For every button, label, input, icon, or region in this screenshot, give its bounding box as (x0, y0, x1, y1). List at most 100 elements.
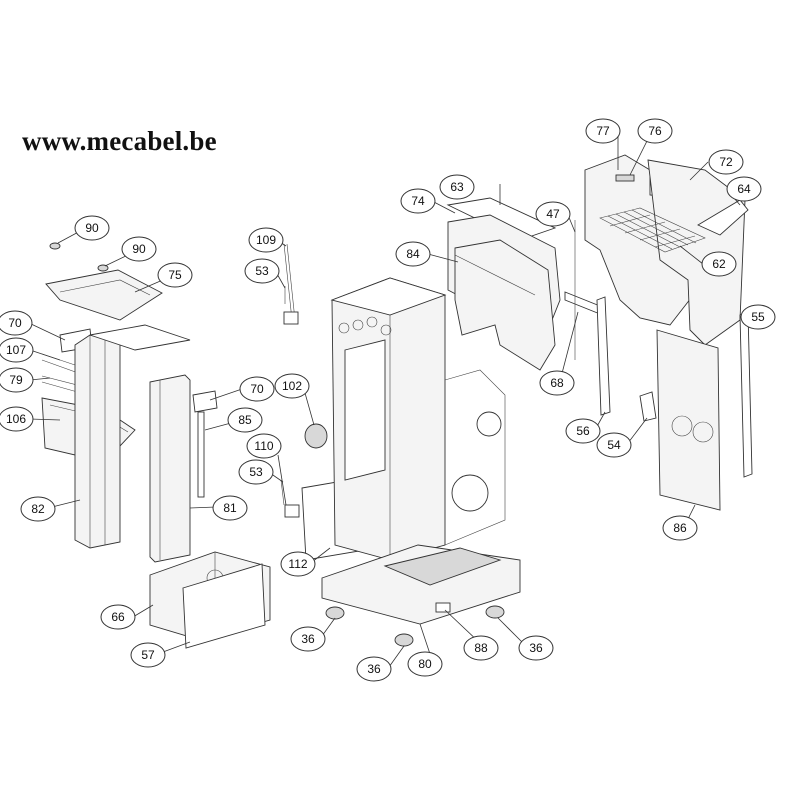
svg-text:47: 47 (546, 207, 560, 221)
svg-text:106: 106 (6, 412, 26, 426)
svg-text:110: 110 (254, 439, 273, 453)
svg-text:77: 77 (596, 124, 610, 138)
svg-text:75: 75 (168, 268, 182, 282)
part-rail (564, 291, 601, 315)
part-foot-1 (325, 606, 345, 620)
part-rod-55 (739, 311, 753, 478)
svg-text:53: 53 (249, 465, 263, 479)
svg-text:64: 64 (737, 182, 751, 196)
svg-text:82: 82 (31, 502, 45, 516)
svg-text:36: 36 (529, 641, 543, 655)
svg-text:88: 88 (474, 641, 488, 655)
svg-text:90: 90 (132, 242, 146, 256)
part-latch-76 (615, 174, 635, 182)
svg-text:86: 86 (673, 521, 687, 535)
left-panel-group (41, 242, 271, 649)
svg-text:90: 90 (85, 221, 99, 235)
svg-text:74: 74 (411, 194, 425, 208)
svg-text:79: 79 (9, 373, 23, 387)
callout: 62 (701, 251, 737, 277)
callout: 107 (0, 337, 34, 363)
part-rear-panel (656, 329, 721, 511)
svg-text:36: 36 (301, 632, 315, 646)
callout: 74 (400, 188, 436, 214)
callout: 112 (280, 551, 316, 577)
callout: 53 (244, 258, 280, 284)
svg-text:70: 70 (8, 316, 22, 330)
callout: 47 (535, 201, 571, 227)
callout: 36 (290, 626, 326, 652)
callout: 66 (100, 604, 136, 630)
svg-text:85: 85 (238, 413, 252, 427)
part-front-plate (182, 563, 266, 649)
callout: 70 (0, 310, 33, 336)
svg-text:84: 84 (406, 247, 420, 261)
baffle-group (446, 197, 601, 371)
callout: 75 (157, 262, 193, 288)
part-foot-3 (485, 605, 505, 619)
part-knob-2 (97, 264, 109, 272)
callout: 36 (356, 656, 392, 682)
part-foot-2 (394, 633, 414, 647)
part-grid (599, 207, 706, 253)
callout-bubbles: 90 90 75 70 107 79 106 82 81 70 85 109 5… (0, 118, 776, 682)
callout: 79 (0, 367, 34, 393)
svg-text:80: 80 (418, 657, 432, 671)
callout: 86 (662, 515, 698, 541)
part-top-cap (89, 324, 191, 351)
part-bracket-right (192, 390, 218, 413)
website-url: www.mecabel.be (22, 126, 217, 156)
callout: 110 (246, 433, 282, 459)
callout: 76 (637, 118, 673, 144)
callout: 81 (212, 495, 248, 521)
svg-text:107: 107 (6, 343, 26, 357)
callout: 68 (539, 370, 575, 396)
callout: 72 (708, 149, 744, 175)
callout: 90 (121, 236, 157, 262)
callout: 64 (726, 176, 762, 202)
callout: 53 (238, 459, 274, 485)
part-clip-bottom (284, 504, 300, 518)
svg-text:81: 81 (223, 501, 237, 515)
callout: 84 (395, 241, 431, 267)
callout: 63 (439, 174, 475, 200)
svg-text:54: 54 (607, 438, 621, 452)
callout: 88 (463, 635, 499, 661)
svg-text:57: 57 (141, 648, 155, 662)
part-bracket-54 (639, 391, 657, 422)
callout: 57 (130, 642, 166, 668)
part-top-plate (45, 269, 163, 321)
part-fan (451, 474, 489, 512)
callout: 36 (518, 635, 554, 661)
svg-text:63: 63 (450, 180, 464, 194)
svg-text:62: 62 (712, 257, 726, 271)
svg-text:36: 36 (367, 662, 381, 676)
callout: 90 (74, 215, 110, 241)
right-panel-group (584, 154, 753, 511)
svg-text:112: 112 (288, 557, 307, 571)
callout: 55 (740, 304, 776, 330)
svg-text:56: 56 (576, 424, 590, 438)
callout: 80 (407, 651, 443, 677)
svg-text:66: 66 (111, 610, 125, 624)
part-knob-1 (49, 242, 61, 250)
svg-text:53: 53 (255, 264, 269, 278)
svg-text:55: 55 (751, 310, 765, 324)
part-clip-top (283, 311, 299, 325)
part-knob-102 (304, 423, 328, 449)
part-side-panel-left (74, 334, 121, 549)
callout: 82 (20, 496, 56, 522)
svg-text:72: 72 (719, 155, 733, 169)
part-baffle-84 (454, 239, 556, 371)
callout: 85 (227, 407, 263, 433)
part-rod-56 (596, 296, 611, 416)
svg-text:109: 109 (256, 233, 276, 247)
svg-text:102: 102 (282, 379, 302, 393)
part-bracket-88 (435, 602, 451, 613)
part-rod (197, 411, 205, 498)
callout: 109 (248, 227, 284, 253)
callout: 56 (565, 418, 601, 444)
callout: 70 (239, 376, 275, 402)
callout: 77 (585, 118, 621, 144)
